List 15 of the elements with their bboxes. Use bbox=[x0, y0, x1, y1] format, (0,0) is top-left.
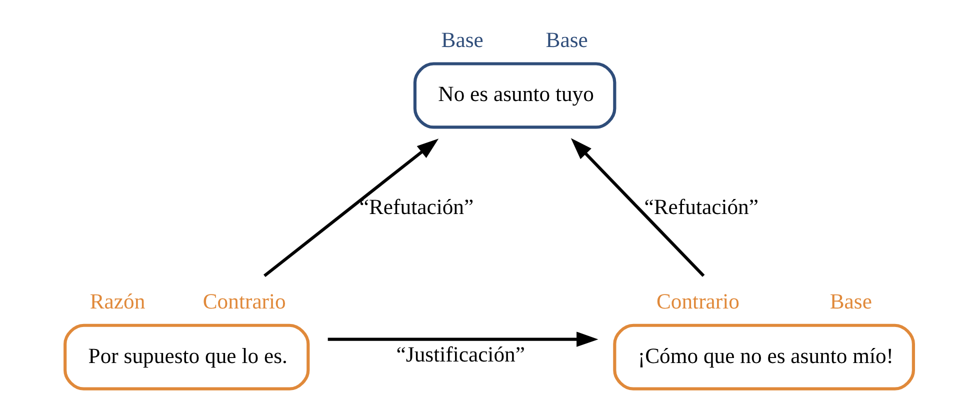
node-label: Razón bbox=[89, 290, 145, 314]
edge-label: “Refutación” bbox=[358, 195, 474, 220]
node-label: Base bbox=[829, 290, 872, 314]
arrow bbox=[327, 332, 598, 347]
arrow bbox=[570, 138, 704, 277]
node-label: Base bbox=[440, 28, 483, 52]
node-label: Contrario bbox=[656, 290, 739, 314]
node-label: Contrario bbox=[202, 290, 286, 314]
node-label: Base bbox=[545, 28, 588, 52]
node-box: No es asunto tuyo bbox=[412, 62, 616, 129]
edge-label: “Justificación” bbox=[396, 342, 524, 366]
node-box: ¡Cómo que no es asunto mío! bbox=[612, 324, 914, 390]
node-box: Por supuesto que lo es. bbox=[63, 324, 310, 390]
arrow bbox=[263, 138, 438, 278]
edge-label: “Refutación” bbox=[644, 195, 758, 220]
